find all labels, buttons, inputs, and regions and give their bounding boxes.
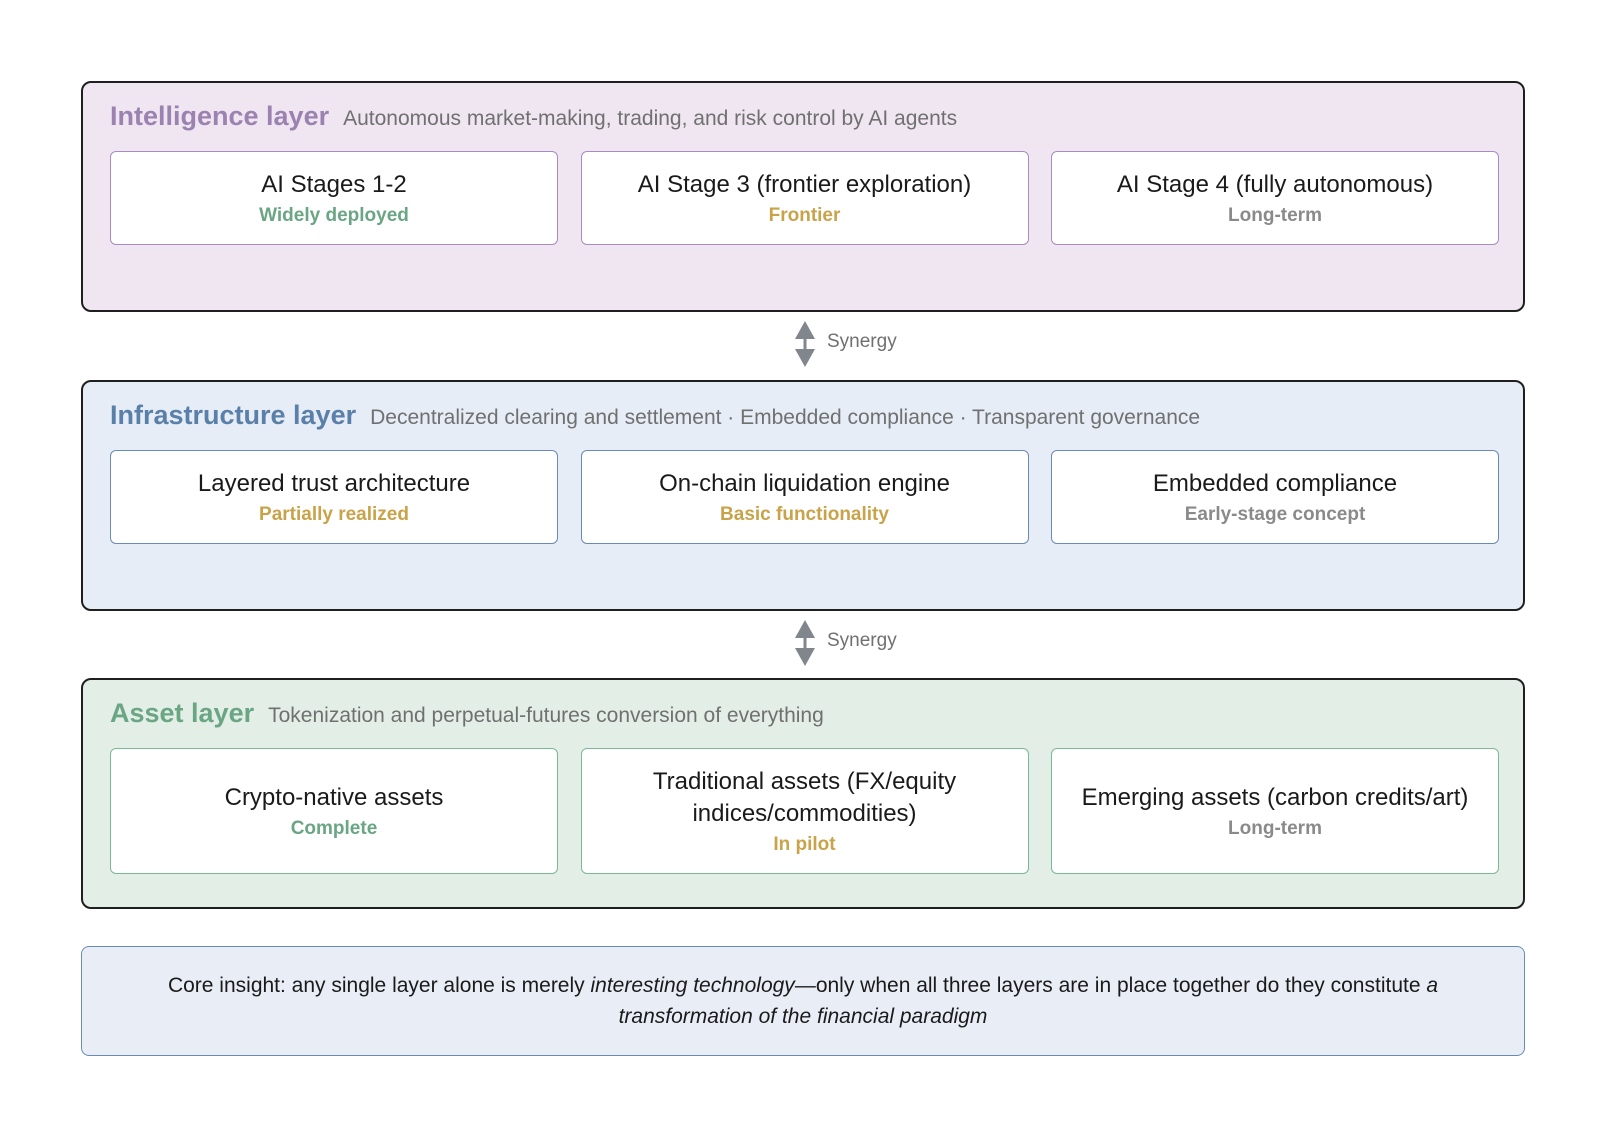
- intelligence-card-ai-stage-4: AI Stage 4 (fully autonomous) Long-term: [1051, 151, 1499, 245]
- infrastructure-card-liquidation-engine: On-chain liquidation engine Basic functi…: [580, 450, 1029, 544]
- core-insight-text: Core insight: any single layer alone is …: [137, 970, 1469, 1032]
- card-title: Layered trust architecture: [197, 470, 471, 497]
- infrastructure-layer-cards: Layered trust architecture Partially rea…: [110, 450, 1499, 544]
- synergy-connector-upper: Synergy: [790, 319, 930, 369]
- infrastructure-card-layered-trust: Layered trust architecture Partially rea…: [110, 450, 558, 544]
- insight-middle: —only when all three layers are in place…: [794, 974, 1427, 997]
- asset-card-crypto-native: Crypto-native assets Complete: [110, 748, 558, 874]
- card-status: Early-stage concept: [1184, 504, 1366, 525]
- card-title: AI Stages 1-2: [261, 171, 407, 198]
- card-status: Complete: [290, 818, 378, 839]
- card-status: In pilot: [773, 834, 836, 855]
- synergy-label: Synergy: [827, 630, 897, 651]
- intelligence-layer-description: Autonomous market-making, trading, and r…: [343, 107, 958, 130]
- card-title: On-chain liquidation engine: [659, 470, 950, 497]
- asset-layer-title: Asset layer: [110, 698, 255, 728]
- card-title: Traditional assets (FX/equity indices/co…: [652, 768, 957, 827]
- card-status: Widely deployed: [259, 205, 409, 226]
- infrastructure-layer: Infrastructure layer Decentralized cleari…: [81, 380, 1525, 611]
- synergy-label: Synergy: [827, 331, 897, 352]
- card-status: Long-term: [1228, 205, 1322, 226]
- card-status: Long-term: [1228, 818, 1322, 839]
- insight-emphasis-technology: interesting technology: [590, 974, 795, 997]
- infrastructure-layer-title: Infrastructure layer: [110, 400, 357, 430]
- intelligence-card-ai-stage-3: AI Stage 3 (frontier exploration) Fronti…: [580, 151, 1029, 245]
- intelligence-layer-title: Intelligence layer: [110, 101, 330, 131]
- asset-layer-description: Tokenization and perpetual-futures conve…: [268, 704, 824, 727]
- double-arrow-icon: [795, 321, 815, 367]
- intelligence-layer-header: Intelligence layer Autonomous market-maki…: [110, 101, 957, 132]
- card-status: Basic functionality: [720, 504, 889, 525]
- infrastructure-layer-description: Decentralized clearing and settlement · …: [370, 406, 1201, 429]
- intelligence-layer-cards: AI Stages 1-2 Widely deployed AI Stage 3…: [110, 151, 1499, 245]
- infrastructure-card-embedded-compliance: Embedded compliance Early-stage concept: [1051, 450, 1499, 544]
- asset-card-traditional: Traditional assets (FX/equity indices/co…: [580, 748, 1029, 874]
- card-title: Embedded compliance: [1152, 470, 1398, 497]
- infrastructure-layer-header: Infrastructure layer Decentralized cleari…: [110, 400, 1200, 431]
- double-arrow-icon: [795, 620, 815, 666]
- asset-layer: Asset layer Tokenization and perpetual-fu…: [81, 678, 1525, 909]
- core-insight-box: Core insight: any single layer alone is …: [81, 946, 1525, 1056]
- intelligence-card-ai-stages-1-2: AI Stages 1-2 Widely deployed: [110, 151, 558, 245]
- card-status: Frontier: [768, 205, 841, 226]
- card-title: AI Stage 3 (frontier exploration): [637, 171, 972, 198]
- intelligence-layer: Intelligence layer Autonomous market-maki…: [81, 81, 1525, 312]
- asset-layer-cards: Crypto-native assets Complete Traditiona…: [110, 748, 1499, 874]
- synergy-connector-lower: Synergy: [790, 618, 930, 668]
- card-title: Crypto-native assets: [224, 784, 444, 811]
- asset-layer-header: Asset layer Tokenization and perpetual-fu…: [110, 698, 824, 729]
- card-title: AI Stage 4 (fully autonomous): [1116, 171, 1434, 198]
- card-title: Emerging assets (carbon credits/art): [1081, 784, 1469, 811]
- asset-card-emerging: Emerging assets (carbon credits/art) Lon…: [1051, 748, 1499, 874]
- card-status: Partially realized: [259, 504, 409, 525]
- insight-prefix: Core insight: any single layer alone is …: [167, 974, 591, 997]
- insight-emphasis-paradigm: a transformation of the financial paradi…: [618, 974, 1439, 1028]
